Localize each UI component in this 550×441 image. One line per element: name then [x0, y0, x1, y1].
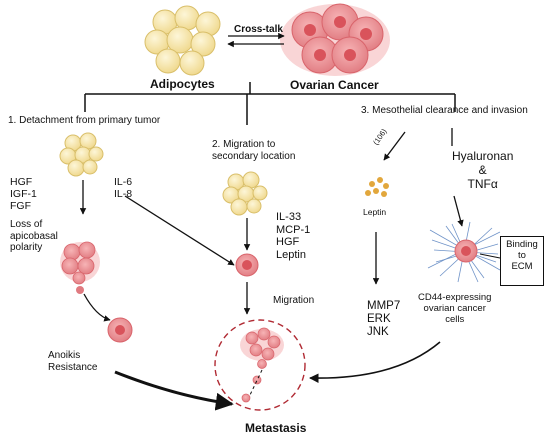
migration-label: Migration [273, 295, 315, 306]
loss-of-polarity-label: Loss of apicobasal polarity [10, 219, 58, 253]
migrating-cancer-cell [235, 253, 259, 277]
factors-hgf-igf-fgf: HGF IGF-1 FGF [10, 176, 37, 213]
metastasis-label: Metastasis [245, 421, 307, 435]
metastasis-dashed-circle [214, 319, 306, 411]
mmp7-erk-jnk-label: MMP7 ERK JNK [367, 300, 401, 339]
branch2-heading: 2. Migration to secondary location [212, 139, 296, 162]
adipocyte-cluster-branch2 [222, 171, 268, 216]
hyaluronan-tnfa-label: Hyaluronan & TNFα [452, 149, 514, 191]
anoikis-resistance-label: Anoikis Resistance [48, 350, 98, 373]
leptin-label: Leptin [363, 207, 387, 217]
factors-il6-il8: IL-6 IL-8 [114, 176, 133, 201]
ecm-box-connector [479, 253, 501, 259]
metastatic-cluster [240, 327, 284, 403]
adipocytes-label: Adipocytes [150, 77, 215, 91]
arrow-to-anoikis [83, 293, 111, 322]
branch3-heading: 3. Mesothelial clearance and invasion [361, 105, 528, 116]
ovarian-cancer-cluster-top [280, 3, 390, 76]
anoikis-resistant-cell [107, 317, 133, 343]
cd44-cells-label: CD44-expressing ovarian cancer cells [418, 292, 492, 325]
arrow-hyaluronan-down [453, 195, 464, 227]
adipocyte-cluster-top [144, 5, 221, 76]
cd44-cell-with-ecm-fibers [427, 221, 501, 283]
adipocyte-cluster-branch1 [59, 132, 104, 177]
arrow-il6-to-cell [124, 195, 235, 266]
crosstalk-label: Cross-talk [234, 24, 283, 35]
arrow-to-leptin [383, 131, 406, 161]
binding-to-ecm-box [500, 236, 544, 286]
ovarian-cancer-label: Ovarian Cancer [290, 78, 379, 92]
detaching-cancer-cluster [60, 241, 100, 294]
arrow-cd44-to-metastasis [309, 341, 441, 383]
binding-to-ecm-label: Binding to ECM [506, 239, 538, 272]
branch1-heading: 1. Detachment from primary tumor [8, 115, 161, 126]
arrow-anoikis-to-metastasis [114, 370, 234, 411]
leptin-particles [365, 177, 389, 197]
branch-connector [84, 82, 456, 125]
dashed-arrow-in-metastasis [249, 369, 263, 396]
factors-il33-mcp1-hgf-leptin: IL-33 MCP-1 HGF Leptin [276, 211, 311, 261]
